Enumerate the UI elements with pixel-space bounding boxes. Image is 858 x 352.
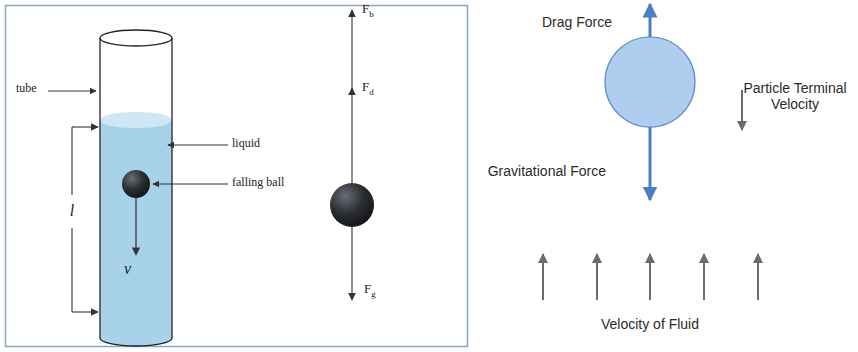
force-arrow [351,227,352,300]
falling-ball [122,170,150,198]
velocity-label: v [124,260,131,278]
part-label: tube [16,82,37,96]
velocity-arrow [135,198,136,255]
force-label: Gravitational Force [488,163,606,179]
gravity-arrow [649,127,652,200]
leader-line [168,145,228,146]
part-label: falling ball [232,176,284,190]
tube [100,30,172,346]
ball [330,183,374,227]
length-bracket [72,127,98,312]
dimension-label: l [70,202,74,220]
force-label: Drag Force [542,14,612,30]
flow-label: Velocity of Fluid [601,316,699,332]
force-arrow [351,88,352,183]
part-label: liquid [232,137,260,151]
velocity-arrow [741,90,743,130]
force-label: Fb [362,2,374,19]
velocity-label: Particle Terminal Velocity [735,80,855,112]
force-arrow [351,10,352,90]
drag-arrow [649,4,652,37]
force-label: Fd [362,80,374,97]
leader-line [48,91,96,92]
force-label: Fg [364,282,376,299]
particle [605,37,695,127]
leader-line [153,184,228,185]
fluid-arrows [543,254,758,300]
panel-frame [6,6,468,347]
